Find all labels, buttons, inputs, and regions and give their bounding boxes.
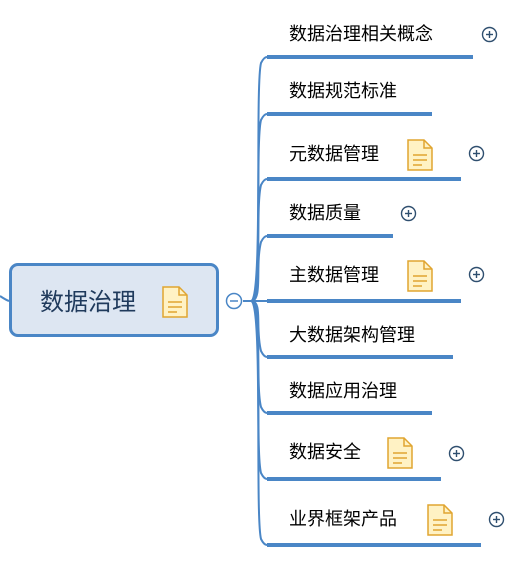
root-topic-label: 数据治理 [40,288,136,316]
branch-underline [267,411,432,415]
branch-underline [267,177,461,181]
branch-connector [250,300,268,358]
branch-underline [267,299,461,303]
expand-plus-icon[interactable] [488,511,505,528]
branch-connector [250,235,268,302]
branch-topic-label[interactable]: 业界框架产品 [289,509,397,530]
branch-underline [267,355,453,359]
note-icon[interactable] [407,260,433,292]
note-icon[interactable] [427,504,453,536]
note-icon[interactable] [387,437,413,469]
branch-topic-label[interactable]: 元数据管理 [289,144,379,165]
branch-topic-label[interactable]: 主数据管理 [289,265,379,286]
branch-underline [267,234,393,238]
incoming-connector [0,295,10,302]
branch-underline [267,55,473,59]
branch-topic-label[interactable]: 数据质量 [289,203,361,224]
expand-plus-icon[interactable] [468,145,485,162]
branch-underline [267,112,432,116]
branch-connector [250,300,268,414]
branch-topic-label[interactable]: 数据治理相关概念 [289,24,433,45]
note-icon[interactable] [407,139,433,171]
branch-topic-label[interactable]: 数据安全 [289,442,361,463]
branch-connector [250,300,268,546]
branch-underline [267,543,481,547]
branch-connector [250,178,268,302]
branch-topic-label[interactable]: 数据应用治理 [289,381,397,402]
expand-plus-icon[interactable] [400,205,417,222]
branch-topic-label[interactable]: 数据规范标准 [289,81,397,102]
note-icon[interactable] [162,286,188,318]
branch-topic-label[interactable]: 大数据架构管理 [289,325,415,346]
root-topic-node[interactable]: 数据治理 [9,263,219,337]
collapse-icon[interactable] [225,292,243,310]
expand-plus-icon[interactable] [481,26,498,43]
branch-underline [267,477,441,481]
expand-plus-icon[interactable] [448,445,465,462]
expand-plus-icon[interactable] [468,266,485,283]
